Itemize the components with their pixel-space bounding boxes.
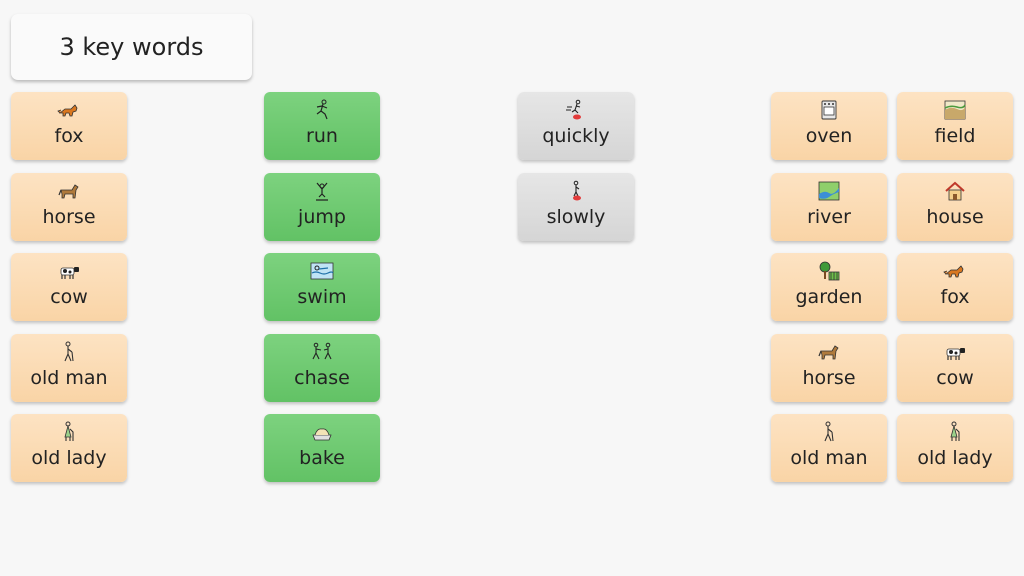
tile-label: run xyxy=(306,125,338,147)
horse-icon xyxy=(816,341,842,363)
tile-river[interactable]: river xyxy=(771,173,887,241)
quickly-icon xyxy=(563,99,589,121)
tile-old-man[interactable]: old man xyxy=(771,414,887,482)
tile-jump[interactable]: jump xyxy=(264,173,380,241)
tile-bake[interactable]: bake xyxy=(264,414,380,482)
tile-label: oven xyxy=(805,125,853,147)
tile-label: horse xyxy=(802,367,856,389)
fox-icon xyxy=(942,260,968,282)
tile-house[interactable]: house xyxy=(897,173,1013,241)
cow-icon xyxy=(942,341,968,363)
tile-label: horse xyxy=(42,206,96,228)
tile-label: quickly xyxy=(542,125,610,147)
tile-label: cow xyxy=(936,367,974,389)
tile-label: fox xyxy=(54,125,84,147)
swim-icon xyxy=(309,260,335,282)
slowly-icon xyxy=(563,180,589,202)
garden-icon xyxy=(816,260,842,282)
tile-swim[interactable]: swim xyxy=(264,253,380,321)
tile-slowly[interactable]: slowly xyxy=(518,173,634,241)
tile-garden[interactable]: garden xyxy=(771,253,887,321)
tile-old-lady[interactable]: old lady xyxy=(11,414,127,482)
page-title: 3 key words xyxy=(11,14,252,80)
bake-icon xyxy=(309,421,335,443)
tile-old-lady[interactable]: old lady xyxy=(897,414,1013,482)
tile-horse[interactable]: horse xyxy=(11,173,127,241)
tile-label: slowly xyxy=(546,206,606,228)
tile-field[interactable]: field xyxy=(897,92,1013,160)
tile-label: old man xyxy=(790,447,868,469)
tile-chase[interactable]: chase xyxy=(264,334,380,402)
tile-label: old man xyxy=(30,367,108,389)
fox-icon xyxy=(56,99,82,121)
tile-quickly[interactable]: quickly xyxy=(518,92,634,160)
tile-cow[interactable]: cow xyxy=(11,253,127,321)
tile-label: old lady xyxy=(917,447,993,469)
tile-label: old lady xyxy=(31,447,107,469)
tile-label: house xyxy=(926,206,984,228)
cow-icon xyxy=(56,260,82,282)
old-man-icon xyxy=(816,421,842,443)
field-icon xyxy=(942,99,968,121)
house-icon xyxy=(942,180,968,202)
river-icon xyxy=(816,180,842,202)
tile-label: field xyxy=(934,125,976,147)
tile-horse[interactable]: horse xyxy=(771,334,887,402)
tile-label: river xyxy=(807,206,851,228)
horse-icon xyxy=(56,180,82,202)
tile-old-man[interactable]: old man xyxy=(11,334,127,402)
tile-label: garden xyxy=(795,286,863,308)
oven-icon xyxy=(816,99,842,121)
old-man-icon xyxy=(56,341,82,363)
tile-label: cow xyxy=(50,286,88,308)
old-lady-icon xyxy=(56,421,82,443)
jump-icon xyxy=(309,180,335,202)
tile-label: bake xyxy=(299,447,345,469)
tile-oven[interactable]: oven xyxy=(771,92,887,160)
tile-run[interactable]: run xyxy=(264,92,380,160)
chase-icon xyxy=(309,341,335,363)
run-icon xyxy=(309,99,335,121)
tile-label: swim xyxy=(297,286,347,308)
tile-label: jump xyxy=(298,206,346,228)
tile-label: chase xyxy=(294,367,350,389)
tile-fox[interactable]: fox xyxy=(11,92,127,160)
tile-cow[interactable]: cow xyxy=(897,334,1013,402)
old-lady-icon xyxy=(942,421,968,443)
tile-label: fox xyxy=(940,286,970,308)
tile-fox[interactable]: fox xyxy=(897,253,1013,321)
